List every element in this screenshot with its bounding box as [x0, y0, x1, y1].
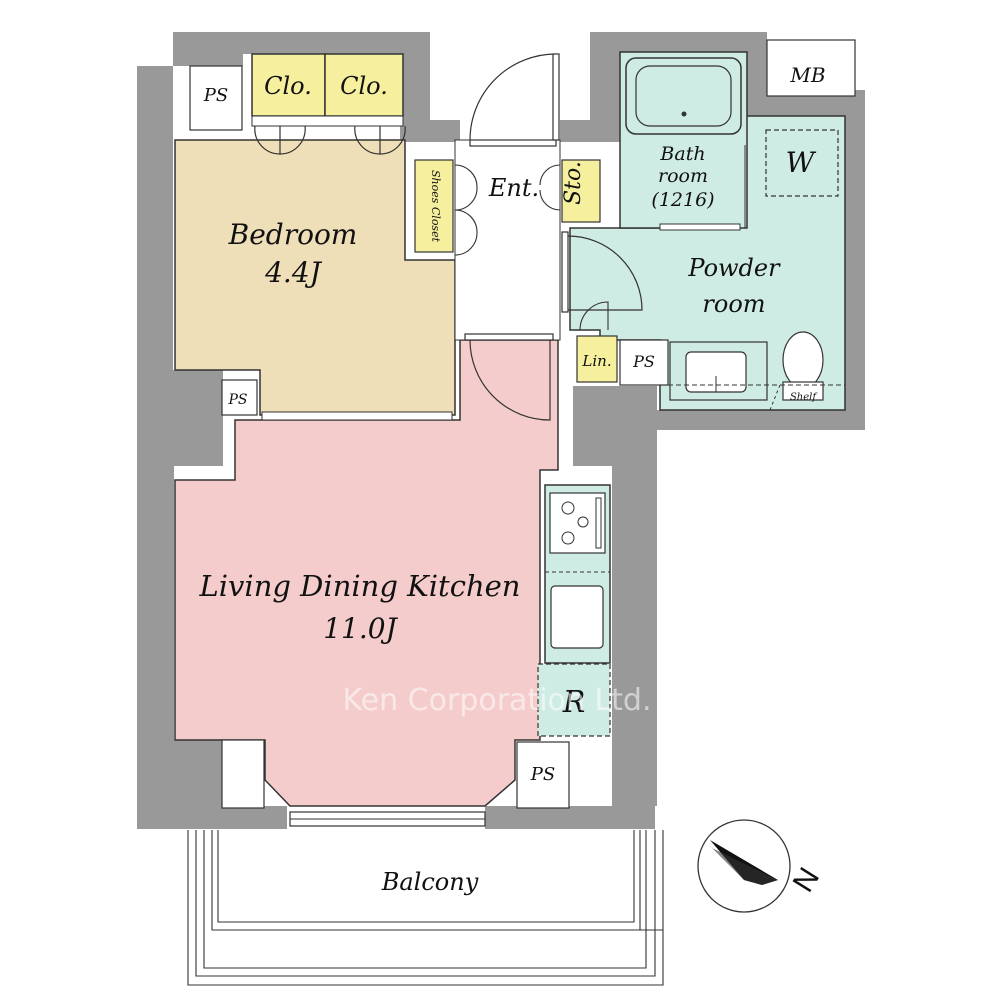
toilet-icon	[782, 331, 824, 401]
front-door	[469, 53, 560, 147]
balcony-label: Balcony	[381, 868, 479, 896]
pipe-space-1	[189, 65, 243, 131]
watermark: Ken Corporation Ltd.	[343, 683, 652, 718]
refrigerator-space	[537, 663, 611, 737]
bathroom-label-line3: (1216)	[651, 189, 714, 211]
storage	[561, 159, 601, 223]
storage-doors	[539, 164, 561, 211]
closet-doors	[254, 125, 406, 155]
washer-space	[765, 129, 839, 197]
linen-closet	[576, 335, 618, 383]
pipe-space-3	[516, 741, 570, 809]
refrigerator-label: R	[562, 685, 586, 720]
closet-1-label: Clo.	[264, 72, 312, 100]
kitchen-sink-icon	[550, 585, 604, 649]
bedroom-floor	[174, 139, 456, 416]
pipe-space-1-label: PS	[203, 85, 228, 106]
shoes-closet-doors	[454, 164, 478, 256]
bathroom-label-line2: room	[658, 165, 708, 187]
pipe-space-2	[221, 379, 258, 416]
meter-box-label: MB	[789, 63, 825, 87]
bedroom-name: Bedroom	[228, 218, 358, 251]
shelf-label: Shelf	[790, 392, 818, 403]
ldk-size: 11.0J	[323, 612, 398, 645]
walls	[137, 32, 865, 829]
storage-label: Sto.	[561, 161, 586, 205]
kitchen-counter	[544, 484, 611, 664]
ldk-name: Living Dining Kitchen	[199, 569, 521, 603]
pipe-space-2-label: PS	[227, 392, 247, 408]
compass: N	[697, 819, 826, 913]
ldk-door	[464, 333, 554, 421]
compass-north-label: N	[787, 862, 826, 898]
closet-2	[324, 53, 404, 117]
pipe-space-4-label: PS	[632, 352, 655, 371]
entrance-floor	[454, 139, 561, 341]
stove-icon	[549, 492, 606, 554]
pipe-space-4	[619, 339, 669, 386]
powder-room-label-line2: room	[702, 290, 765, 318]
linen-label: Lin.	[581, 352, 611, 370]
shoes-closet	[414, 159, 454, 253]
bedroom-size: 4.4J	[264, 256, 323, 289]
entrance-label: Ent.	[488, 174, 539, 202]
bathroom-label-line1: Bath	[659, 143, 705, 165]
balcony	[187, 830, 664, 986]
meter-box	[766, 39, 856, 97]
powder-door	[561, 231, 643, 313]
powder-room-label-line1: Powder	[687, 254, 781, 282]
closet-2-label: Clo.	[340, 72, 388, 100]
washer-label: W	[786, 146, 817, 179]
shoes-closet-label: Shoes Closet	[429, 170, 442, 243]
pipe-space-3-label: PS	[530, 764, 555, 785]
